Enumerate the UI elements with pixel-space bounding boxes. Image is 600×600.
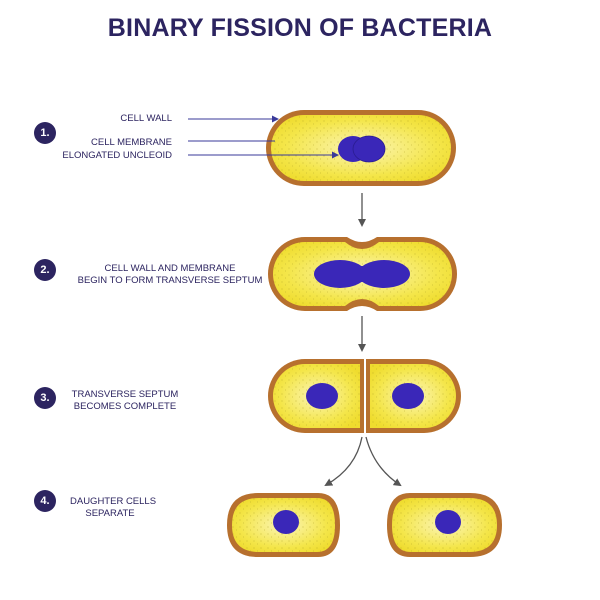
step-4-caption-line-1: DAUGHTER CELLS: [70, 496, 157, 507]
nucleoid: [273, 510, 299, 534]
step-1-badge: 1.: [34, 122, 56, 144]
label-elongated-nucleoid: ELONGATED UNCLEOID: [62, 150, 172, 161]
arrow-step-3-to-4-right: [365, 436, 402, 487]
nucleoid-copy: [352, 135, 386, 163]
daughter-cell-right: [387, 493, 502, 557]
nucleoid-bridge: [352, 266, 372, 282]
step-2-caption: CELL WALL AND MEMBRANE BEGIN TO FORM TRA…: [70, 263, 270, 287]
label-cell-wall: CELL WALL: [120, 113, 172, 124]
nucleoid-left: [306, 383, 338, 409]
step-2-caption-line-2: BEGIN TO FORM TRANSVERSE SEPTUM: [77, 275, 263, 286]
step-3-caption: TRANSVERSE SEPTUM BECOMES COMPLETE: [70, 389, 180, 413]
step-2-badge: 2.: [34, 259, 56, 281]
step-3-badge: 3.: [34, 387, 56, 409]
daughter-cell-left: [227, 493, 340, 557]
step-3-caption-line-1: TRANSVERSE SEPTUM: [71, 389, 179, 400]
label-cell-membrane: CELL MEMBRANE: [91, 137, 172, 148]
diagram-title: BINARY FISSION OF BACTERIA: [107, 14, 493, 42]
nucleoid-right: [392, 383, 424, 409]
step-1-cell: [266, 110, 456, 186]
step-3-caption-line-2: BECOMES COMPLETE: [73, 401, 177, 412]
step-3-cell: [268, 359, 461, 433]
step-4-caption: DAUGHTER CELLS SEPARATE: [70, 496, 157, 520]
step-4-caption-line-2: SEPARATE: [85, 508, 135, 519]
step-2-cell: [268, 237, 457, 311]
step-4-badge: 4.: [34, 490, 56, 512]
nucleoid: [435, 510, 461, 534]
step-2-caption-line-1: CELL WALL AND MEMBRANE: [104, 263, 236, 274]
arrow-step-3-to-4-left: [324, 436, 363, 486]
